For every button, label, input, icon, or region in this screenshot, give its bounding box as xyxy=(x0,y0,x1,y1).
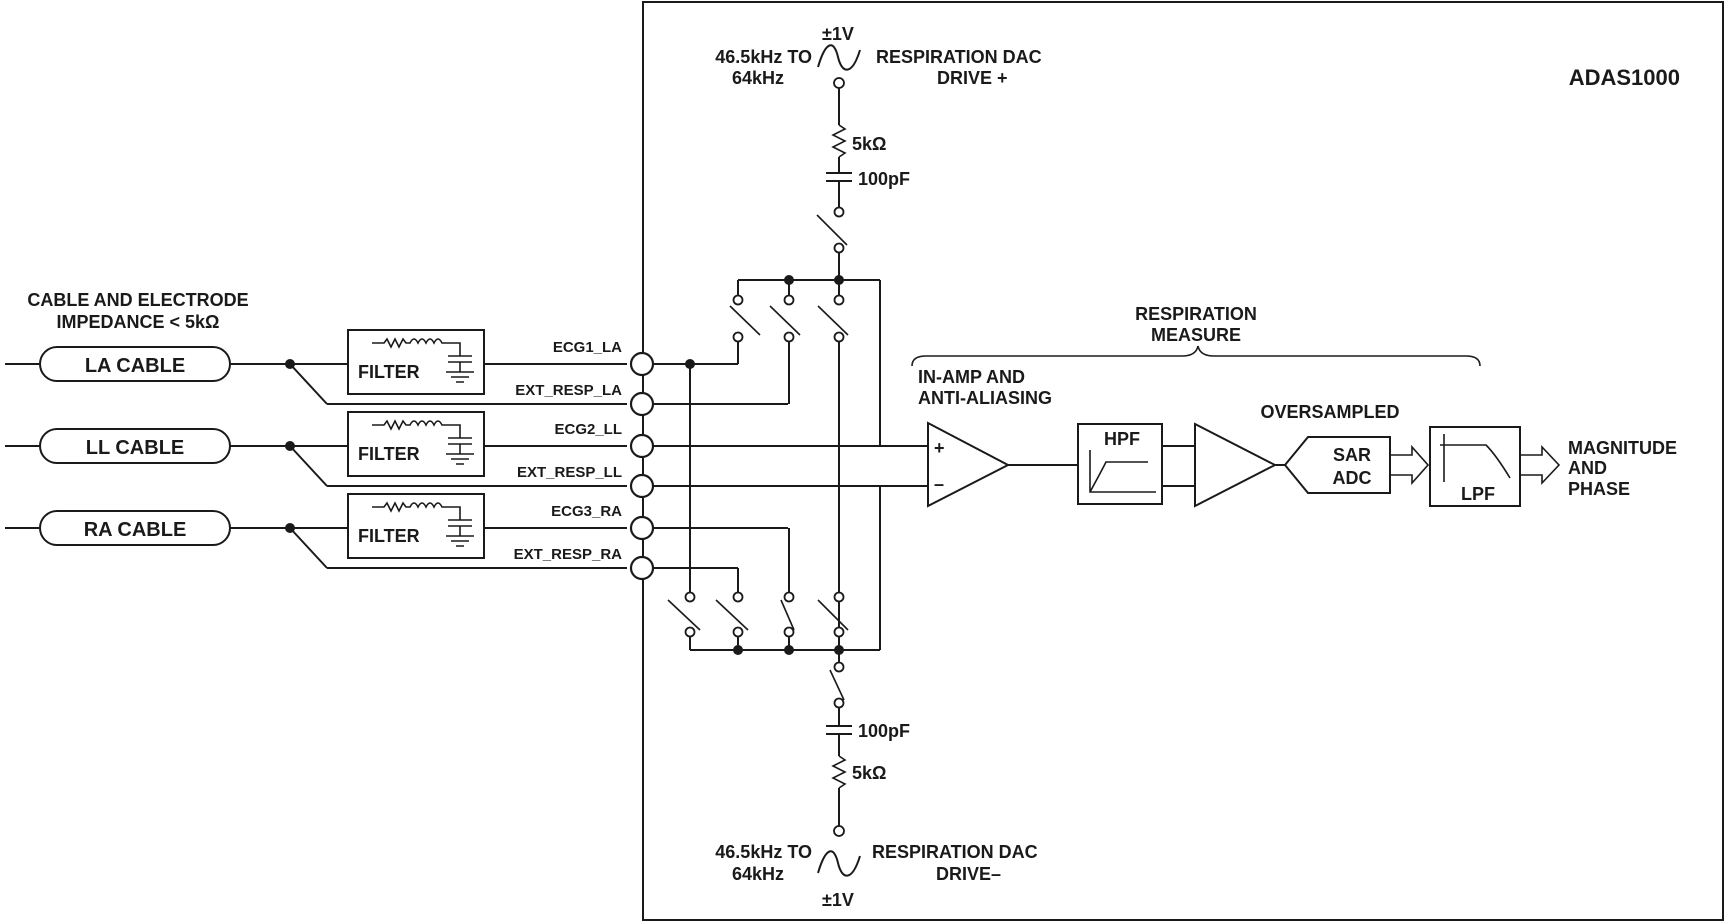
hpf-block xyxy=(1077,423,1163,505)
dac-bottom-label-line2: DRIVE– xyxy=(936,864,1001,884)
ext-resp-ll-label: EXT_RESP_LL xyxy=(517,464,622,481)
la-filter-label: FILTER xyxy=(358,362,420,382)
adc-output-arrow xyxy=(1390,444,1430,486)
output-label-line1: MAGNITUDE xyxy=(1568,438,1677,458)
measure-brace xyxy=(911,345,1481,367)
inamp-triangle xyxy=(927,421,1011,508)
pin-circles xyxy=(629,351,655,581)
pin-ext-resp-la xyxy=(629,391,655,417)
adc-label-line2: ADC xyxy=(1333,468,1372,488)
pin-ecg1-la xyxy=(629,351,655,377)
dac-bottom-resistor-value: 5kΩ xyxy=(852,763,886,783)
pin-ext-resp-ra xyxy=(629,555,655,581)
inamp-label-line2: ANTI-ALIASING xyxy=(918,388,1052,408)
lpf-response-icon xyxy=(1440,434,1511,482)
impedance-note-line2: IMPEDANCE < 5kΩ xyxy=(57,312,220,332)
output-label-line2: AND xyxy=(1568,458,1607,478)
output-arrow xyxy=(1520,444,1561,486)
oversampled-label: OVERSAMPLED xyxy=(1260,402,1399,422)
ecg2-ll-label: ECG2_LL xyxy=(554,421,622,438)
la-cable-row: LA CABLE FILTER ECG1_LA EXT_RESP_LA xyxy=(5,329,627,405)
dac-top-sine-icon xyxy=(817,44,861,71)
adc-label-line1: SAR xyxy=(1333,445,1371,465)
sar-adc-block xyxy=(1283,436,1391,494)
signal-chain: RESPIRATION MEASURE IN-AMP AND ANTI-ALIA… xyxy=(880,304,1677,508)
inamp-minus: – xyxy=(934,474,944,494)
hpf-response-icon xyxy=(1089,450,1156,493)
ra-filter-label: FILTER xyxy=(358,526,420,546)
measure-label-line1: RESPIRATION xyxy=(1135,304,1257,324)
dac-top-resistor xyxy=(831,124,847,158)
impedance-note-line1: CABLE AND ELECTRODE xyxy=(27,290,248,310)
ll-cable-row: LL CABLE FILTER ECG2_LL EXT_RESP_LL xyxy=(5,411,627,487)
filter-symbols xyxy=(372,337,474,547)
dac-top-amplitude: ±1V xyxy=(822,24,854,44)
ll-cable-label: LL CABLE xyxy=(86,437,185,459)
dac-top-resistor-value: 5kΩ xyxy=(852,134,886,154)
ll-filter-rlc-icon xyxy=(372,419,474,465)
ra-cable-row: RA CABLE FILTER ECG3_RA EXT_RESP_RA xyxy=(5,493,627,569)
la-filter-rlc-icon xyxy=(372,337,474,383)
inamp-label-line1: IN-AMP AND xyxy=(918,367,1025,387)
ra-filter-rlc-icon xyxy=(372,501,474,547)
inamp-plus: + xyxy=(934,438,945,458)
dac-top-freq-line1: 46.5kHz TO xyxy=(715,47,812,67)
dac-drive-top: ±1V 46.5kHz TO 64kHz RESPIRATION DAC DRI… xyxy=(715,24,1042,280)
buffer-triangle xyxy=(1194,422,1278,508)
ecg3-ra-label: ECG3_RA xyxy=(551,503,622,520)
chip-name: ADAS1000 xyxy=(1569,65,1680,90)
dac-top-freq-line2: 64kHz xyxy=(732,68,784,88)
ext-resp-ra-label: EXT_RESP_RA xyxy=(514,546,623,563)
pin-ecg3-ra xyxy=(629,515,655,541)
dac-top-capacitor-value: 100pF xyxy=(858,169,910,189)
pin-ext-resp-ll xyxy=(629,473,655,499)
dac-top-label-line2: DRIVE + xyxy=(937,68,1008,88)
output-label-line3: PHASE xyxy=(1568,479,1630,499)
pin-ecg2-ll xyxy=(629,433,655,459)
dac-bottom-sine-icon xyxy=(817,850,861,877)
ll-filter-label: FILTER xyxy=(358,444,420,464)
ra-cable-label: RA CABLE xyxy=(84,519,187,541)
dac-bottom-freq-line1: 46.5kHz TO xyxy=(715,842,812,862)
dac-bottom-amplitude: ±1V xyxy=(822,890,854,910)
lpf-block xyxy=(1429,426,1521,507)
dac-top-label-line1: RESPIRATION DAC xyxy=(876,47,1042,67)
hpf-label: HPF xyxy=(1104,429,1140,449)
measure-label-line2: MEASURE xyxy=(1151,325,1241,345)
dac-bottom-resistor xyxy=(831,755,847,789)
lpf-label: LPF xyxy=(1461,484,1495,504)
ecg1-la-label: ECG1_LA xyxy=(553,339,622,356)
dac-bottom-freq-line2: 64kHz xyxy=(732,864,784,884)
chip-outline xyxy=(642,1,1724,921)
dac-bottom-label-line1: RESPIRATION DAC xyxy=(872,842,1038,862)
switch-matrix xyxy=(642,275,881,655)
ext-resp-la-label: EXT_RESP_LA xyxy=(515,382,622,399)
dac-bottom-capacitor-value: 100pF xyxy=(858,721,910,741)
dac-drive-bottom: 100pF 5kΩ 46.5kHz TO 64kHz RESPIRATION D… xyxy=(715,650,1038,910)
la-cable-label: LA CABLE xyxy=(85,355,185,377)
